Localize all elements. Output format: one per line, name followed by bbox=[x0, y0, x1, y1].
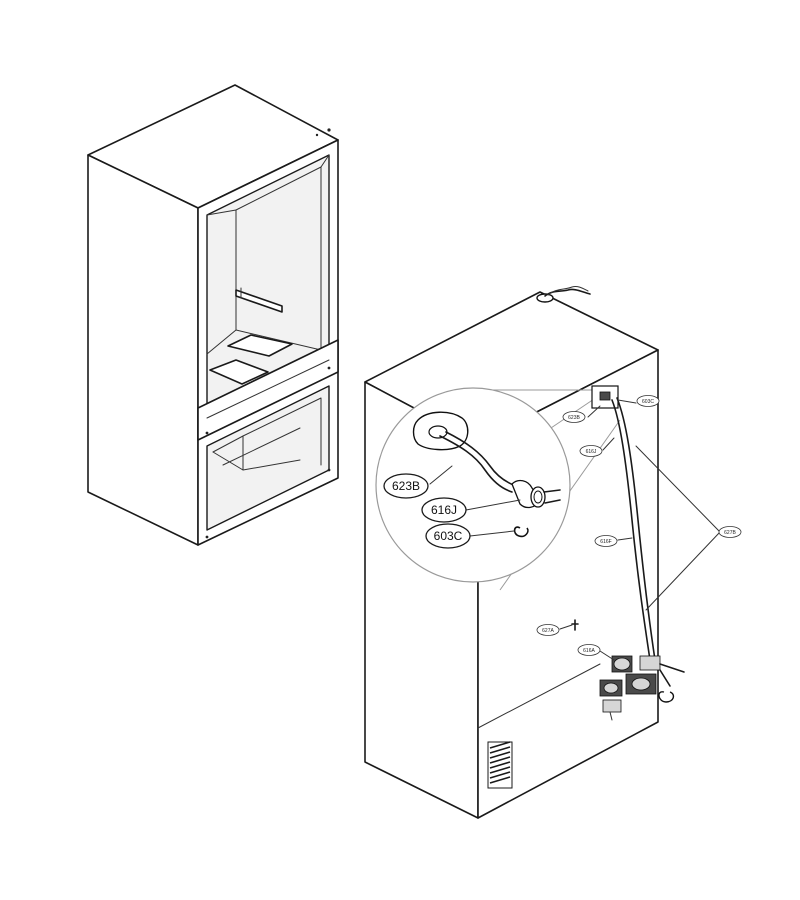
tag-623b-label: 623B bbox=[568, 415, 580, 421]
callout-623b-label: 623B bbox=[392, 479, 420, 493]
tag-616j: 616J bbox=[579, 445, 603, 457]
tag-616a-label: 616A bbox=[583, 648, 595, 654]
screw-627a bbox=[571, 619, 579, 631]
tag-616f: 616F bbox=[594, 535, 618, 547]
refrigerator-cabinet-front-view bbox=[87, 84, 339, 546]
water-valve bbox=[599, 655, 685, 721]
callout-603c-label: 603C bbox=[434, 529, 463, 543]
top-water-inlet bbox=[536, 286, 591, 303]
detail-magnifier bbox=[375, 387, 621, 591]
tag-627b-label: 627B bbox=[724, 530, 736, 536]
tag-623b: 623B bbox=[562, 411, 586, 423]
water-tube-assembly bbox=[559, 385, 721, 721]
callout-616j: 616J bbox=[421, 497, 467, 523]
callout-616j-label: 616J bbox=[431, 503, 457, 517]
tag-603c-label: 603C bbox=[642, 399, 654, 405]
retaining-clip bbox=[513, 526, 529, 538]
tag-616j-label: 616J bbox=[586, 449, 597, 455]
tag-616a: 616A bbox=[577, 644, 601, 656]
tag-627b: 627B bbox=[718, 526, 742, 538]
rear-vent-grille bbox=[487, 741, 513, 789]
tag-627a: 627A bbox=[536, 624, 560, 636]
tag-627a-label: 627A bbox=[542, 628, 554, 634]
tag-616f-label: 616F bbox=[600, 539, 611, 545]
callout-623b: 623B bbox=[383, 473, 429, 499]
callout-603c: 603C bbox=[425, 523, 471, 549]
tube-connector bbox=[511, 479, 561, 509]
tag-603c: 603C bbox=[636, 395, 660, 407]
